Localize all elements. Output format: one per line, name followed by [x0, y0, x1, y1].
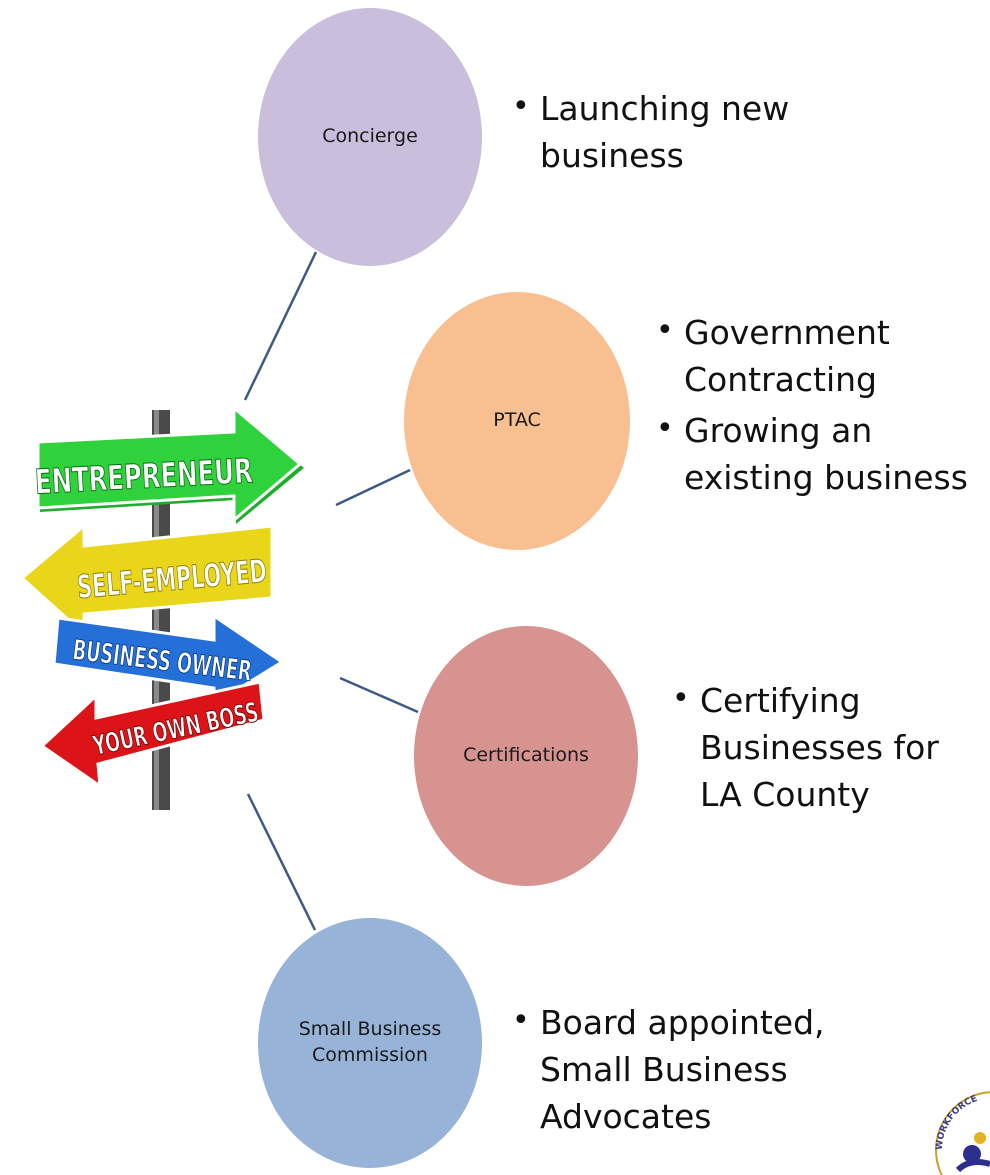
- bullets-ptac: Government Contracting Growing an existi…: [656, 310, 976, 505]
- bullet-item: Launching new business: [512, 86, 832, 180]
- node-small-business-commission-label: Small Business Commission: [298, 1018, 442, 1066]
- node-certifications: Certifications: [414, 626, 638, 886]
- bullets-certifications: Certifying Businesses for LA County: [672, 678, 972, 823]
- connector-concierge: [243, 251, 318, 401]
- bullet-item: Certifying Businesses for LA County: [672, 678, 972, 819]
- node-certifications-label: Certifications: [463, 744, 589, 767]
- node-concierge-label: Concierge: [322, 125, 418, 148]
- node-small-business-commission: Small Business Commission: [258, 918, 482, 1168]
- node-concierge: Concierge: [258, 8, 482, 266]
- svg-text:WORKFORCE: WORKFORCE: [935, 1094, 979, 1150]
- sign-entrepreneur: ENTREPRENEUR: [33, 404, 304, 524]
- logo-text: WORKFORCE: [935, 1094, 979, 1150]
- connector-ptac: [335, 468, 411, 507]
- node-ptac-label: PTAC: [493, 409, 541, 432]
- bullets-small-business-commission: Board appointed, Small Business Advocate…: [512, 1000, 852, 1145]
- sign-self-employed: SELF-EMPLOYED: [19, 522, 274, 638]
- connector-small-business-commission: [246, 793, 317, 931]
- bullet-item: Government Contracting: [656, 310, 976, 404]
- workforce-logo: WORKFORCE: [935, 1091, 990, 1175]
- bullets-concierge: Launching new business: [512, 86, 832, 184]
- bullet-item: Growing an existing business: [656, 408, 976, 502]
- bullet-item: Board appointed, Small Business Advocate…: [512, 1000, 852, 1141]
- connector-certifications: [339, 676, 419, 714]
- signpost-illustration: ENTREPRENEUR SELF-EMPLOYED BUSINESS OWNE…: [19, 404, 304, 810]
- node-ptac: PTAC: [404, 292, 630, 550]
